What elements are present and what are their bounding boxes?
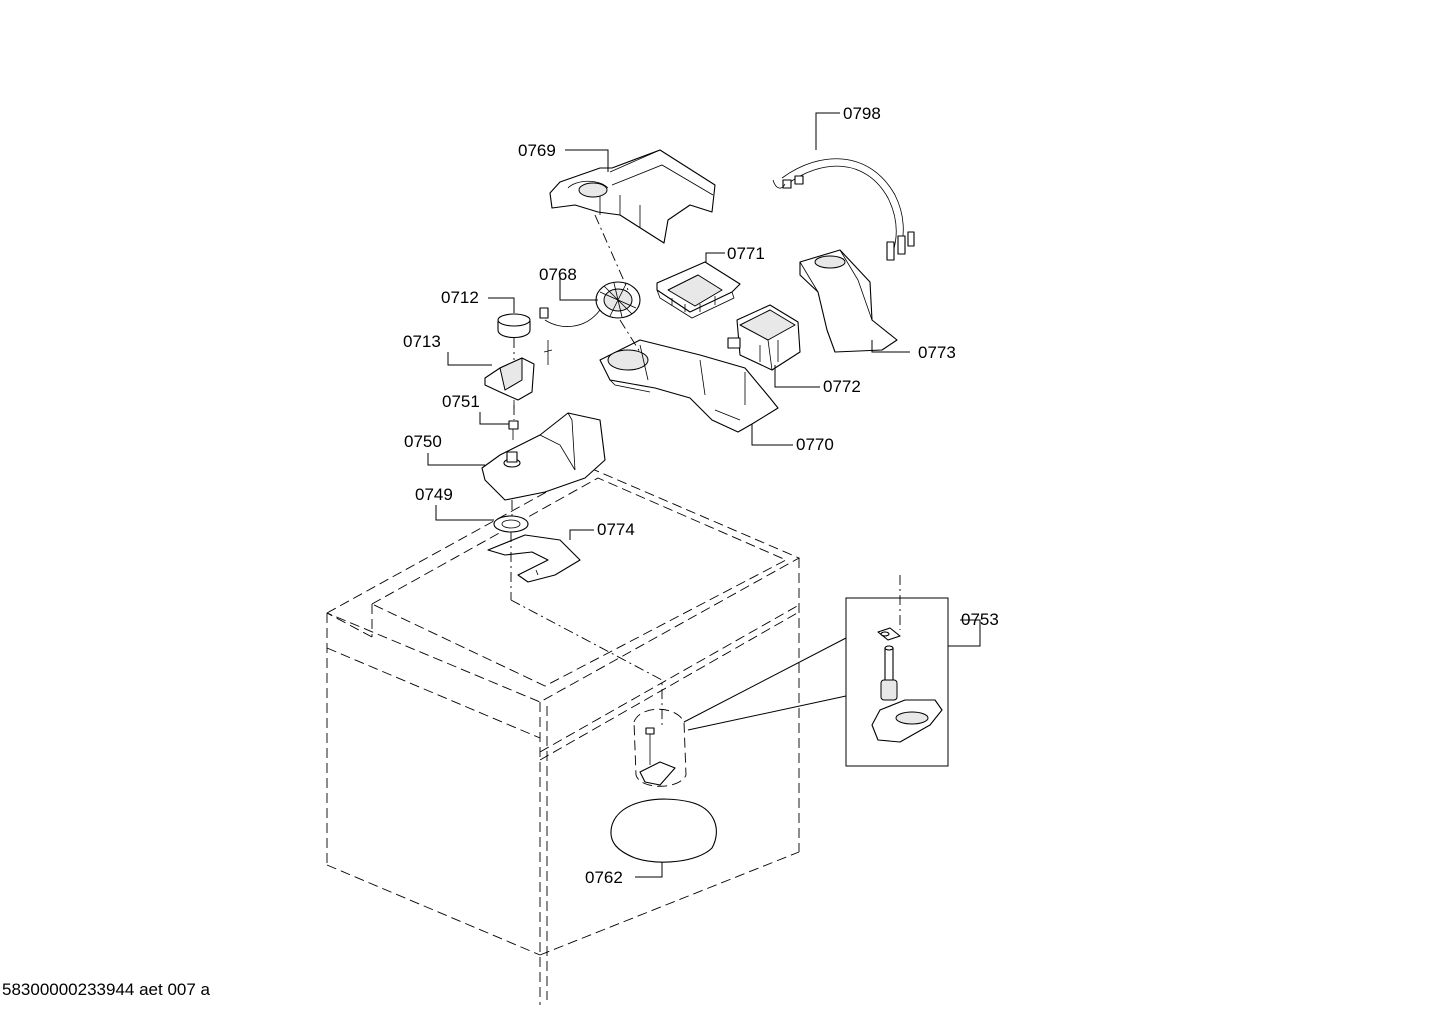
turntable-coupler-0753[interactable] — [871, 627, 943, 743]
screw-0751[interactable] — [508, 420, 519, 440]
magnetron-0772[interactable] — [727, 304, 801, 371]
label-0713[interactable]: 0713 — [403, 332, 441, 351]
detail-box-0753 — [683, 597, 949, 767]
leader-lines — [427, 112, 981, 878]
label-0769[interactable]: 0769 — [518, 141, 556, 160]
label-0770[interactable]: 0770 — [796, 435, 834, 454]
label-0712[interactable]: 0712 — [441, 288, 479, 307]
drawing-code: 58300000233944 aet 007 a — [2, 980, 210, 999]
label-0750[interactable]: 0750 — [404, 432, 442, 451]
magnetron-cover-0773[interactable] — [799, 249, 898, 353]
motor-plate-0750[interactable] — [481, 412, 606, 501]
label-0774[interactable]: 0774 — [597, 520, 635, 539]
thermal-cap-0712[interactable] — [497, 313, 531, 339]
wire-harness-0798[interactable] — [772, 158, 915, 261]
label-0771[interactable]: 0771 — [727, 244, 765, 263]
air-duct-0769[interactable] — [549, 149, 716, 244]
ring-0749[interactable] — [493, 515, 529, 533]
turntable-ring-0762[interactable] — [610, 798, 717, 863]
control-board-0771[interactable] — [656, 261, 741, 319]
label-0751[interactable]: 0751 — [442, 392, 480, 411]
turntable-drive-small[interactable] — [633, 708, 687, 787]
label-0768[interactable]: 0768 — [539, 265, 577, 284]
label-0749[interactable]: 0749 — [415, 485, 453, 504]
label-0753[interactable]: 0753 — [961, 610, 999, 629]
bracket-0713[interactable] — [484, 357, 535, 408]
part-number-labels: 0798 0769 0771 0768 0712 0713 0773 0772 … — [403, 104, 999, 887]
label-0772[interactable]: 0772 — [823, 377, 861, 396]
label-0762[interactable]: 0762 — [585, 868, 623, 887]
label-0798[interactable]: 0798 — [843, 104, 881, 123]
label-0773[interactable]: 0773 — [918, 343, 956, 362]
insulation-strip-0774[interactable] — [487, 534, 581, 583]
assembly-centerlines — [510, 214, 901, 725]
